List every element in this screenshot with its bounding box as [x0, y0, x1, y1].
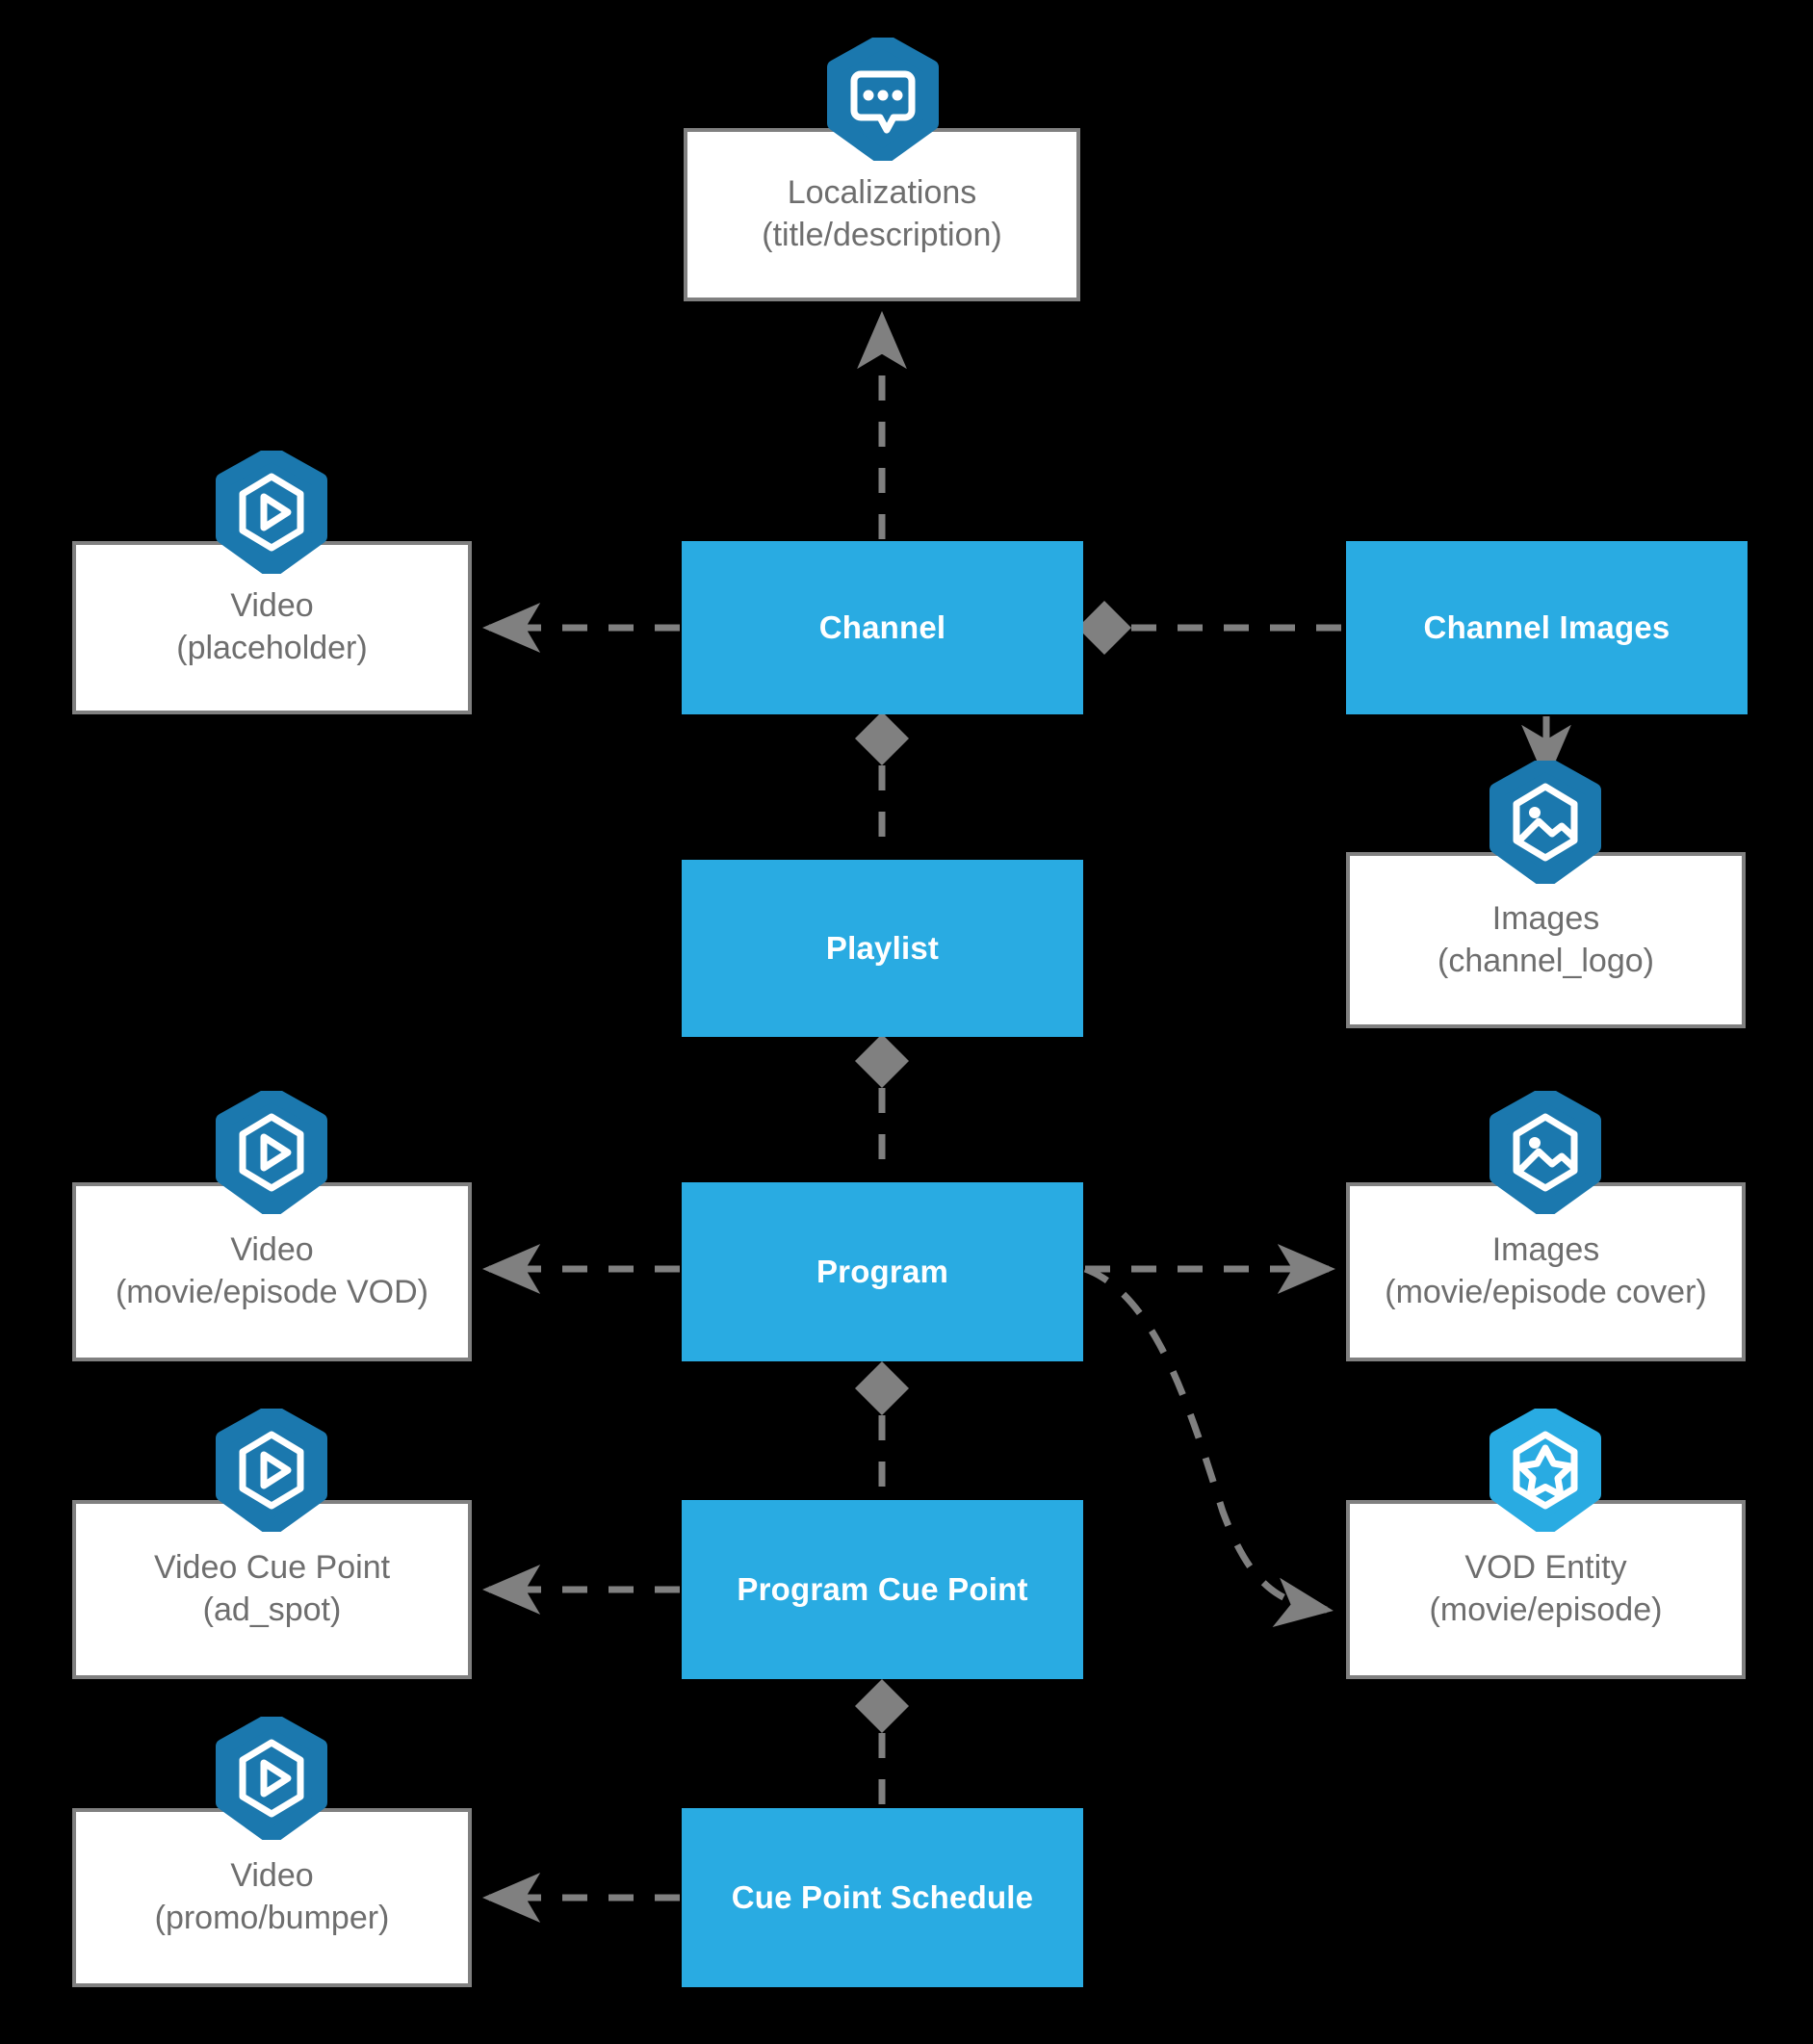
play-hex-icon — [215, 1091, 328, 1214]
node-cue-point-schedule[interactable]: Cue Point Schedule — [682, 1808, 1083, 1987]
node-cue-point-schedule-label: Cue Point Schedule — [731, 1879, 1034, 1915]
node-video-placeholder-label: Video (placeholder) — [176, 587, 368, 666]
image-hex-icon — [1489, 1091, 1602, 1214]
node-channel-label: Channel — [818, 609, 946, 645]
node-video-vod-label: Video (movie/episode VOD) — [115, 1231, 428, 1310]
node-video-placeholder[interactable]: Video (placeholder) — [72, 541, 472, 714]
node-video-cue-point-label: Video Cue Point (ad_spot) — [153, 1549, 391, 1628]
node-images-channel-logo[interactable]: Images (channel_logo) — [1346, 852, 1746, 1028]
node-program-label: Program — [816, 1254, 949, 1289]
node-localizations-label: Localizations (title/description) — [762, 174, 1002, 253]
node-playlist-label: Playlist — [825, 930, 940, 966]
node-video-promo-label: Video (promo/bumper) — [154, 1857, 390, 1936]
edge-program-cue-point-cue-point-schedule — [855, 1679, 909, 1806]
chat-bubble-hex-icon — [826, 38, 940, 161]
edge-playlist-program — [855, 1034, 909, 1180]
edge-channel-playlist — [855, 712, 909, 858]
node-playlist[interactable]: Playlist — [682, 860, 1083, 1037]
node-program-cue-point[interactable]: Program Cue Point — [682, 1500, 1083, 1679]
node-channel[interactable]: Channel — [682, 541, 1083, 714]
node-channel-images[interactable]: Channel Images — [1346, 541, 1748, 714]
star-hex-icon — [1489, 1409, 1602, 1532]
node-images-cover-label: Images (movie/episode cover) — [1385, 1231, 1707, 1310]
edge-program-program-cue-point — [855, 1361, 909, 1498]
node-channel-images-label: Channel Images — [1423, 609, 1671, 645]
node-program-cue-point-label: Program Cue Point — [737, 1571, 1028, 1607]
edge-channel-channel-images — [1077, 601, 1346, 655]
edge-program-vod-entity — [1083, 1265, 1334, 1627]
image-hex-icon — [1489, 761, 1602, 884]
play-hex-icon — [215, 1409, 328, 1532]
play-hex-icon — [215, 1717, 328, 1840]
node-program[interactable]: Program — [682, 1182, 1083, 1361]
node-images-channel-logo-label: Images (channel_logo) — [1437, 899, 1654, 979]
play-hex-icon — [215, 451, 328, 574]
node-vod-entity-label: VOD Entity (movie/episode) — [1429, 1549, 1663, 1628]
